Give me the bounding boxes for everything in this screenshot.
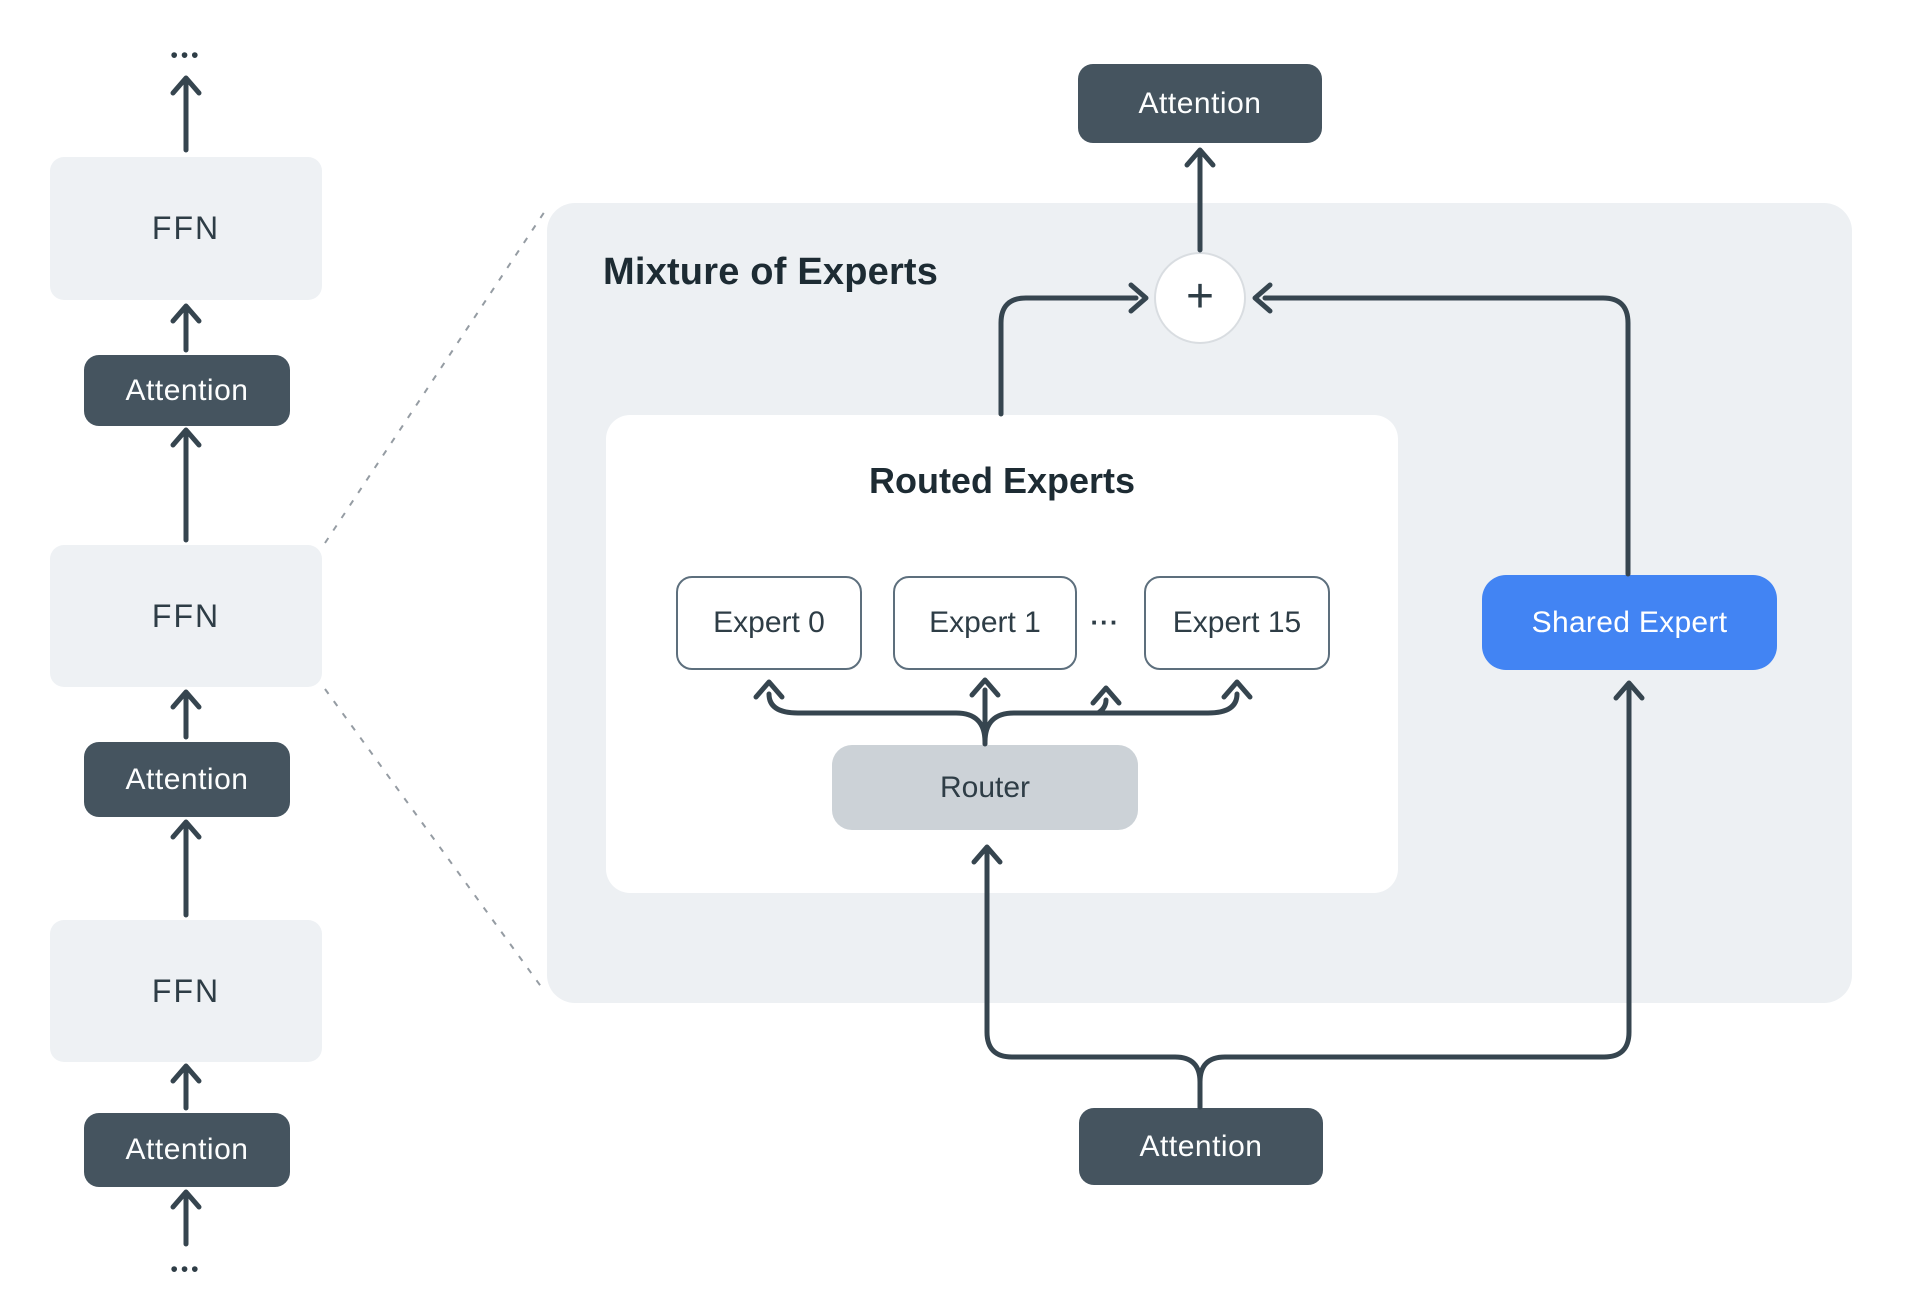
expert-1-label: Expert 1 (929, 606, 1041, 639)
moe-attention-top-label: Attention (1138, 86, 1262, 120)
arrow-ffn2-to-att1 (170, 427, 202, 543)
expert-0-box: Expert 0 (676, 576, 862, 670)
moe-attention-bottom: Attention (1079, 1108, 1323, 1185)
moe-attention-bottom-label: Attention (1139, 1129, 1263, 1163)
stack-attention-2-label: Attention (125, 762, 249, 796)
router-label: Router (939, 770, 1031, 804)
stack-ffn-3-label: FFN (151, 972, 221, 1009)
expert-15-box: Expert 15 (1144, 576, 1330, 670)
arrow-att3-to-ffn3 (170, 1063, 202, 1111)
dashed-link-top (324, 210, 546, 544)
arrow-ffn3-to-att2 (170, 819, 202, 918)
expert-0-label: Expert 0 (713, 606, 825, 639)
stack-ffn-2: FFN (50, 545, 322, 687)
stack-attention-1-label: Attention (125, 373, 249, 407)
moe-panel-title: Mixture of Experts (603, 250, 939, 293)
stack-ffn-3: FFN (50, 920, 322, 1062)
arrow-att2-to-ffn2 (170, 689, 202, 740)
arrow-att1-to-ffn1 (170, 303, 202, 353)
stack-attention-3: Attention (84, 1113, 290, 1187)
stack-attention-3-label: Attention (125, 1133, 249, 1166)
stack-attention-2: Attention (84, 742, 290, 817)
experts-ellipsis: ··· (1090, 606, 1120, 637)
stack-ellipsis-bottom: ••• (170, 1258, 202, 1281)
dashed-link-bottom (324, 688, 546, 993)
routed-experts-title: Routed Experts (868, 460, 1136, 501)
router-box: Router (832, 745, 1138, 830)
stack-ffn-2-label: FFN (151, 597, 221, 634)
arrow-ffn1-to-dots (170, 75, 202, 153)
stack-ffn-1: FFN (50, 157, 322, 300)
shared-expert-label: Shared Expert (1531, 605, 1728, 639)
stack-ffn-1-label: FFN (151, 210, 221, 246)
expert-15-label: Expert 15 (1172, 606, 1302, 639)
expert-1-box: Expert 1 (893, 576, 1077, 670)
shared-expert-box: Shared Expert (1482, 575, 1777, 670)
plus-icon: + (1185, 269, 1215, 323)
moe-attention-top: Attention (1078, 64, 1322, 143)
stack-ellipsis-top: ••• (170, 44, 202, 67)
sum-node-circle (1154, 252, 1246, 344)
arrow-dots-to-att3 (170, 1189, 202, 1247)
stack-attention-1: Attention (84, 355, 290, 426)
